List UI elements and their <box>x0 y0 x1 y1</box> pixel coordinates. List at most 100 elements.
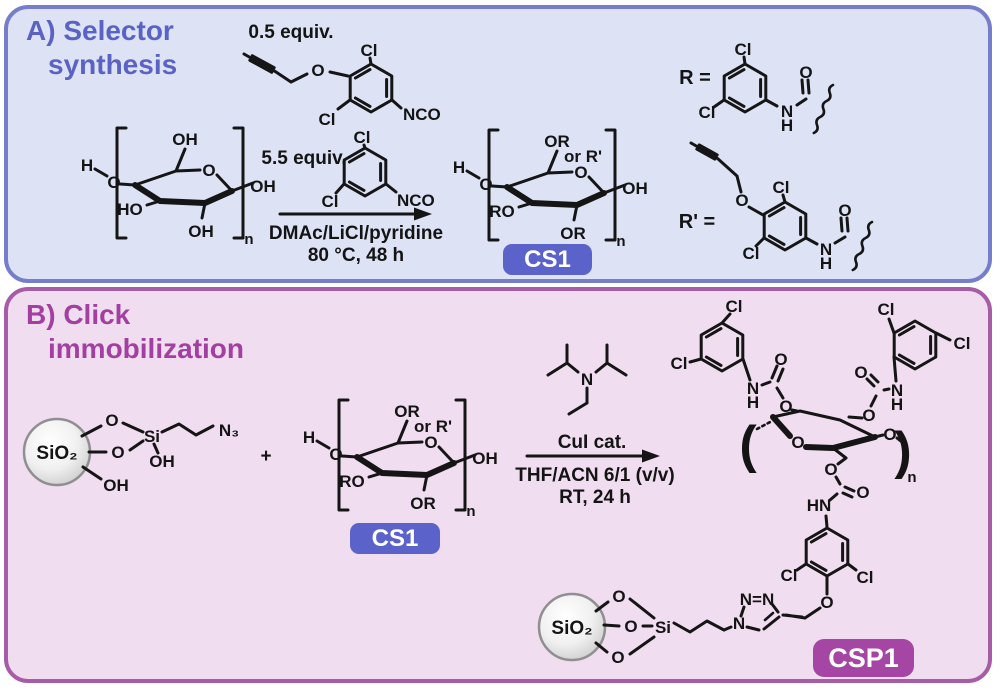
atom-cl: Cl <box>857 568 874 587</box>
atom-n-amine: N <box>581 370 593 389</box>
atom-or: OR <box>544 132 570 151</box>
cellulose-structure: OH H O O HO OH OH n <box>81 128 276 248</box>
atom-n: N <box>733 614 745 633</box>
silica-label: SiO₂ <box>36 443 77 464</box>
atom-o: O <box>624 617 637 636</box>
atom-o-ring: O <box>424 433 437 452</box>
equiv-label-2: 5.5 equiv. <box>261 148 346 169</box>
conditions-line2: 80 °C, 48 h <box>308 245 404 266</box>
atom-o-ether: O <box>820 593 833 612</box>
azide-silica-structure: SiO₂ O O OH Si OH N₃ + <box>22 411 272 495</box>
atom-h: H <box>81 156 93 175</box>
atom-oh: OH <box>103 476 129 495</box>
atom-cl: Cl <box>954 334 971 353</box>
atom-o-ring: O <box>574 163 587 182</box>
equiv-label-1: 0.5 equiv. <box>248 22 333 43</box>
wavy-bond <box>851 220 874 272</box>
atom-cl: Cl <box>361 41 378 60</box>
atom-o: O <box>611 648 624 667</box>
atom-or: OR <box>560 224 586 243</box>
atom-nh: H <box>891 395 903 414</box>
atom-n-eq-n: N=N <box>740 590 774 609</box>
or-rprime-note: or R' <box>564 147 602 166</box>
atom-cl: Cl <box>773 178 790 197</box>
atom-nco: NCO <box>397 191 435 210</box>
atom-o-carbonyl: O <box>838 201 851 220</box>
panel-b-scheme: SiO₂ O O OH Si OH N₃ + OR or R' H O O RO… <box>22 297 971 667</box>
or-rprime-note: or R' <box>414 417 452 436</box>
atom-ro: RO <box>489 202 515 221</box>
atom-n: N <box>781 102 793 121</box>
reagent-alkyne-isocyanate: 0.5 equiv. Cl O Cl NCO <box>242 22 441 129</box>
triazole-double-bond <box>763 611 775 622</box>
atom-hn: HN <box>807 496 832 515</box>
arrow-head <box>642 449 660 463</box>
cs1-badge-panel-b: CS1 <box>350 523 440 554</box>
atom-oh: OH <box>472 449 498 468</box>
panel-a-title: A) Selector synthesis <box>26 14 177 82</box>
atom-oh: OH <box>622 179 648 198</box>
benzene-ring-bottom <box>804 526 850 578</box>
atom-o: O <box>735 191 748 210</box>
atom-or: OR <box>394 402 420 421</box>
atom-o: O <box>105 411 118 430</box>
atom-or: OR <box>410 494 436 513</box>
atom-o-ring: O <box>202 161 215 180</box>
reaction-arrow-b: CuI cat. THF/ACN 6/1 (v/v) RT, 24 h <box>515 432 674 508</box>
atom-o: O <box>111 443 124 462</box>
cs1-product-structure: OR or R' H O O RO OH OR n <box>453 130 648 250</box>
cs1-reactant-structure: OR or R' H O O RO OH OR n <box>303 400 498 520</box>
panel-a-title-line2: synthesis <box>48 49 178 80</box>
atom-cl: Cl <box>743 244 760 263</box>
catalyst-label: CuI cat. <box>558 432 627 453</box>
dashed-bond <box>755 419 774 431</box>
silica-particle <box>537 592 607 662</box>
dipea-structure: N <box>546 343 628 416</box>
atom-cl: Cl <box>671 354 688 373</box>
panel-a-title-line1: A) Selector <box>26 15 174 46</box>
panel-a-selector-synthesis <box>4 5 992 283</box>
atom-o: O <box>107 173 120 192</box>
panel-a-scheme: OH H O O HO OH OH n 0.5 equiv. Cl O Cl N… <box>81 22 874 273</box>
benzene-ring <box>722 62 768 114</box>
atom-o-carbonyl: O <box>799 63 812 82</box>
silica-label: SiO₂ <box>551 618 592 639</box>
atom-o-carbonyl: O <box>774 350 787 369</box>
atom-oh: OH <box>149 452 175 471</box>
atom-oh: OH <box>250 177 276 196</box>
atom-n: N <box>747 379 759 398</box>
conditions-line2: RT, 24 h <box>559 487 631 508</box>
atom-n3: N₃ <box>219 421 239 440</box>
atom-nh: H <box>781 116 793 135</box>
r-prime-group-definition: R' = Cl Cl O N H O <box>679 141 874 273</box>
repeat-n: n <box>907 469 916 486</box>
atom-cl: Cl <box>878 300 895 319</box>
propyl-linker <box>672 619 733 634</box>
atom-ro: RO <box>339 472 365 491</box>
csp1-badge: CSP1 <box>813 639 914 677</box>
atom-si: Si <box>144 427 160 446</box>
plus-sign: + <box>260 446 271 467</box>
atom-n: N <box>820 240 832 259</box>
panel-b-title-line1: B) Click <box>26 299 131 330</box>
reagent-dichlorophenyl-isocyanate: 5.5 equiv. Cl Cl NCO <box>261 128 434 211</box>
atom-o: O <box>612 587 625 606</box>
arrow-head <box>414 207 432 221</box>
repeat-n: n <box>244 231 253 248</box>
atom-cl: Cl <box>322 192 339 211</box>
atom-nco: NCO <box>403 105 441 124</box>
benzene-ring <box>348 62 394 114</box>
atom-si: Si <box>655 618 671 637</box>
atom-n: N <box>891 381 903 400</box>
atom-o: O <box>479 175 492 194</box>
panel-b-click-immobilization <box>4 287 992 683</box>
conditions-line1: THF/ACN 6/1 (v/v) <box>515 465 674 486</box>
atom-h: H <box>303 428 315 447</box>
atom-h: H <box>453 158 465 177</box>
atom-nh: H <box>820 254 832 273</box>
atom-o-carbonyl: O <box>856 483 869 502</box>
r-prime-equals-label: R' = <box>679 211 715 233</box>
r-group-definition: R = Cl Cl N H O <box>679 40 835 135</box>
panel-b-title-line2: immobilization <box>48 333 244 364</box>
